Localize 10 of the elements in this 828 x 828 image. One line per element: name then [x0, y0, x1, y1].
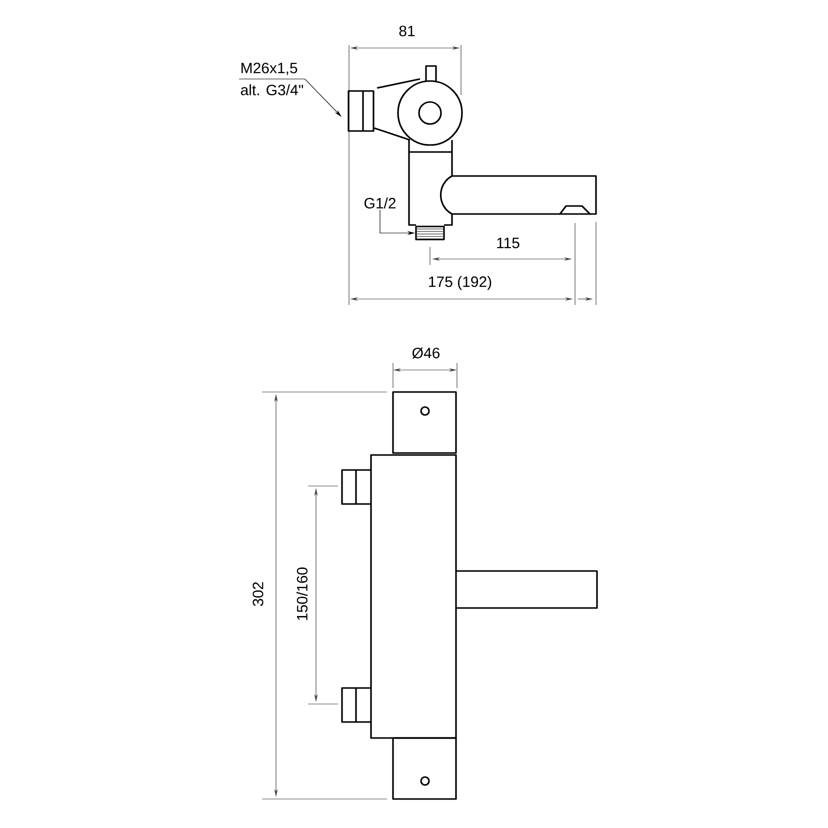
callout-text: M26x1,5 alt. G3/4" [240, 62, 304, 96]
dimension-label: 81 [399, 26, 415, 36]
threaded-outlet [415, 226, 445, 240]
dimension-label: 150/160 [296, 568, 308, 620]
dimension-label: 175 (192) [429, 276, 492, 290]
callout-text: G1/2 [364, 198, 396, 208]
inlet-connector [348, 90, 374, 132]
dimension-label: 302 [252, 582, 264, 606]
dimension-label: Ø46 [412, 347, 440, 359]
dimension-label: 115 [497, 238, 520, 248]
